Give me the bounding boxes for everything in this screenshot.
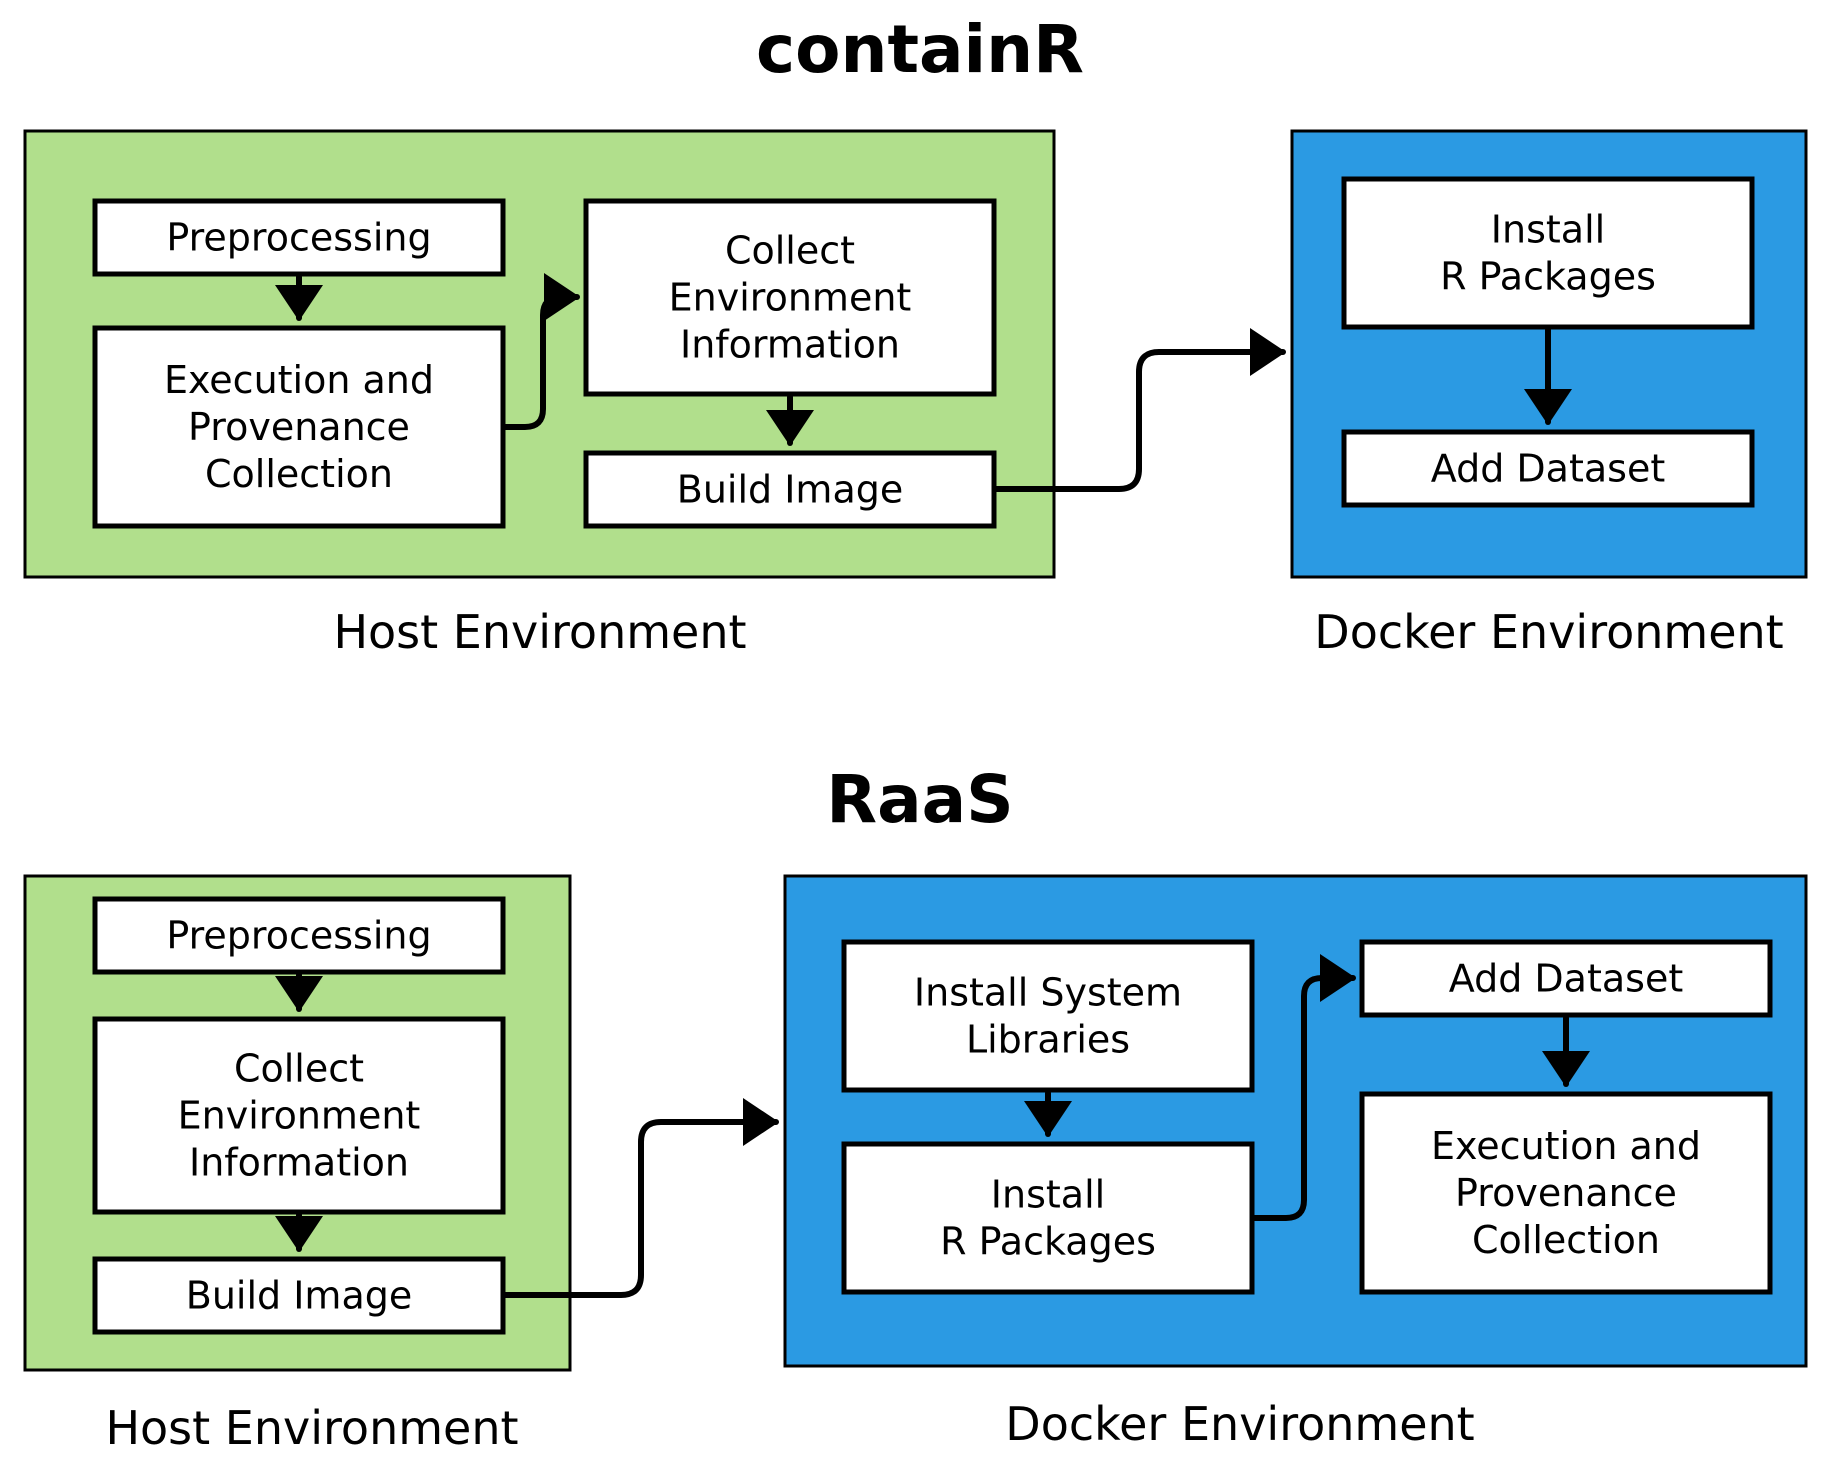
box-label-line: Build Image	[186, 1274, 412, 1318]
box-label-line: Add Dataset	[1449, 957, 1683, 1001]
containr-arrow-build-to-docker	[993, 328, 1286, 492]
raas-host-caption: Host Environment	[105, 1401, 518, 1455]
box-label-line: R Packages	[940, 1220, 1156, 1264]
box-label-line: Install	[991, 1173, 1105, 1217]
box-label-line: Install System	[914, 971, 1182, 1015]
raas-preprocessing-label: Preprocessing	[166, 914, 431, 958]
box-label-line: Provenance	[1455, 1171, 1677, 1215]
containr-build-image-label: Build Image	[677, 468, 903, 512]
raas-add-dataset-label: Add Dataset	[1449, 957, 1683, 1001]
box-label-line: Execution and	[1431, 1124, 1701, 1168]
box-label-line: Add Dataset	[1431, 447, 1665, 491]
raas-add-dataset-box: Add Dataset	[1359, 939, 1773, 1018]
containr-add-dataset-box: Add Dataset	[1341, 429, 1755, 508]
box-label-line: Collect	[234, 1047, 364, 1091]
raas-docker-caption: Docker Environment	[1005, 1397, 1474, 1451]
box-label-line: Provenance	[188, 405, 410, 449]
raas-preprocessing-box: Preprocessing	[92, 896, 506, 975]
containr-add-dataset-label: Add Dataset	[1431, 447, 1665, 491]
containr-title: containR	[756, 11, 1084, 88]
box-label-line: Collect	[725, 229, 855, 273]
containr-preprocessing-label: Preprocessing	[166, 216, 431, 260]
containr-docker-caption: Docker Environment	[1314, 605, 1783, 659]
box-label-line: Preprocessing	[166, 216, 431, 260]
raas-build-image-label: Build Image	[186, 1274, 412, 1318]
box-label-line: Environment	[178, 1094, 421, 1138]
box-label-line: Information	[680, 323, 900, 367]
raas-title: RaaS	[826, 761, 1013, 838]
box-label-line: Information	[189, 1141, 409, 1185]
raas-arrow-r-to-dataset	[1251, 954, 1356, 1221]
box-label-line: Build Image	[677, 468, 903, 512]
containr-build-image-box: Build Image	[583, 450, 997, 529]
raas-build-image-box: Build Image	[92, 1256, 506, 1335]
containr-host-caption: Host Environment	[333, 605, 746, 659]
box-label-line: Libraries	[966, 1018, 1130, 1062]
box-label-line: Preprocessing	[166, 914, 431, 958]
box-label-line: Collection	[205, 452, 393, 496]
containr-arrow-execution-to-collect	[502, 273, 580, 430]
box-label-line: Environment	[669, 276, 912, 320]
raas-arrow-build-to-docker	[502, 1098, 779, 1298]
box-label-line: Execution and	[164, 358, 434, 402]
box-label-line: R Packages	[1440, 255, 1656, 299]
box-label-line: Install	[1491, 208, 1605, 252]
containr-preprocessing-box: Preprocessing	[92, 198, 506, 277]
box-label-line: Collection	[1472, 1218, 1660, 1262]
